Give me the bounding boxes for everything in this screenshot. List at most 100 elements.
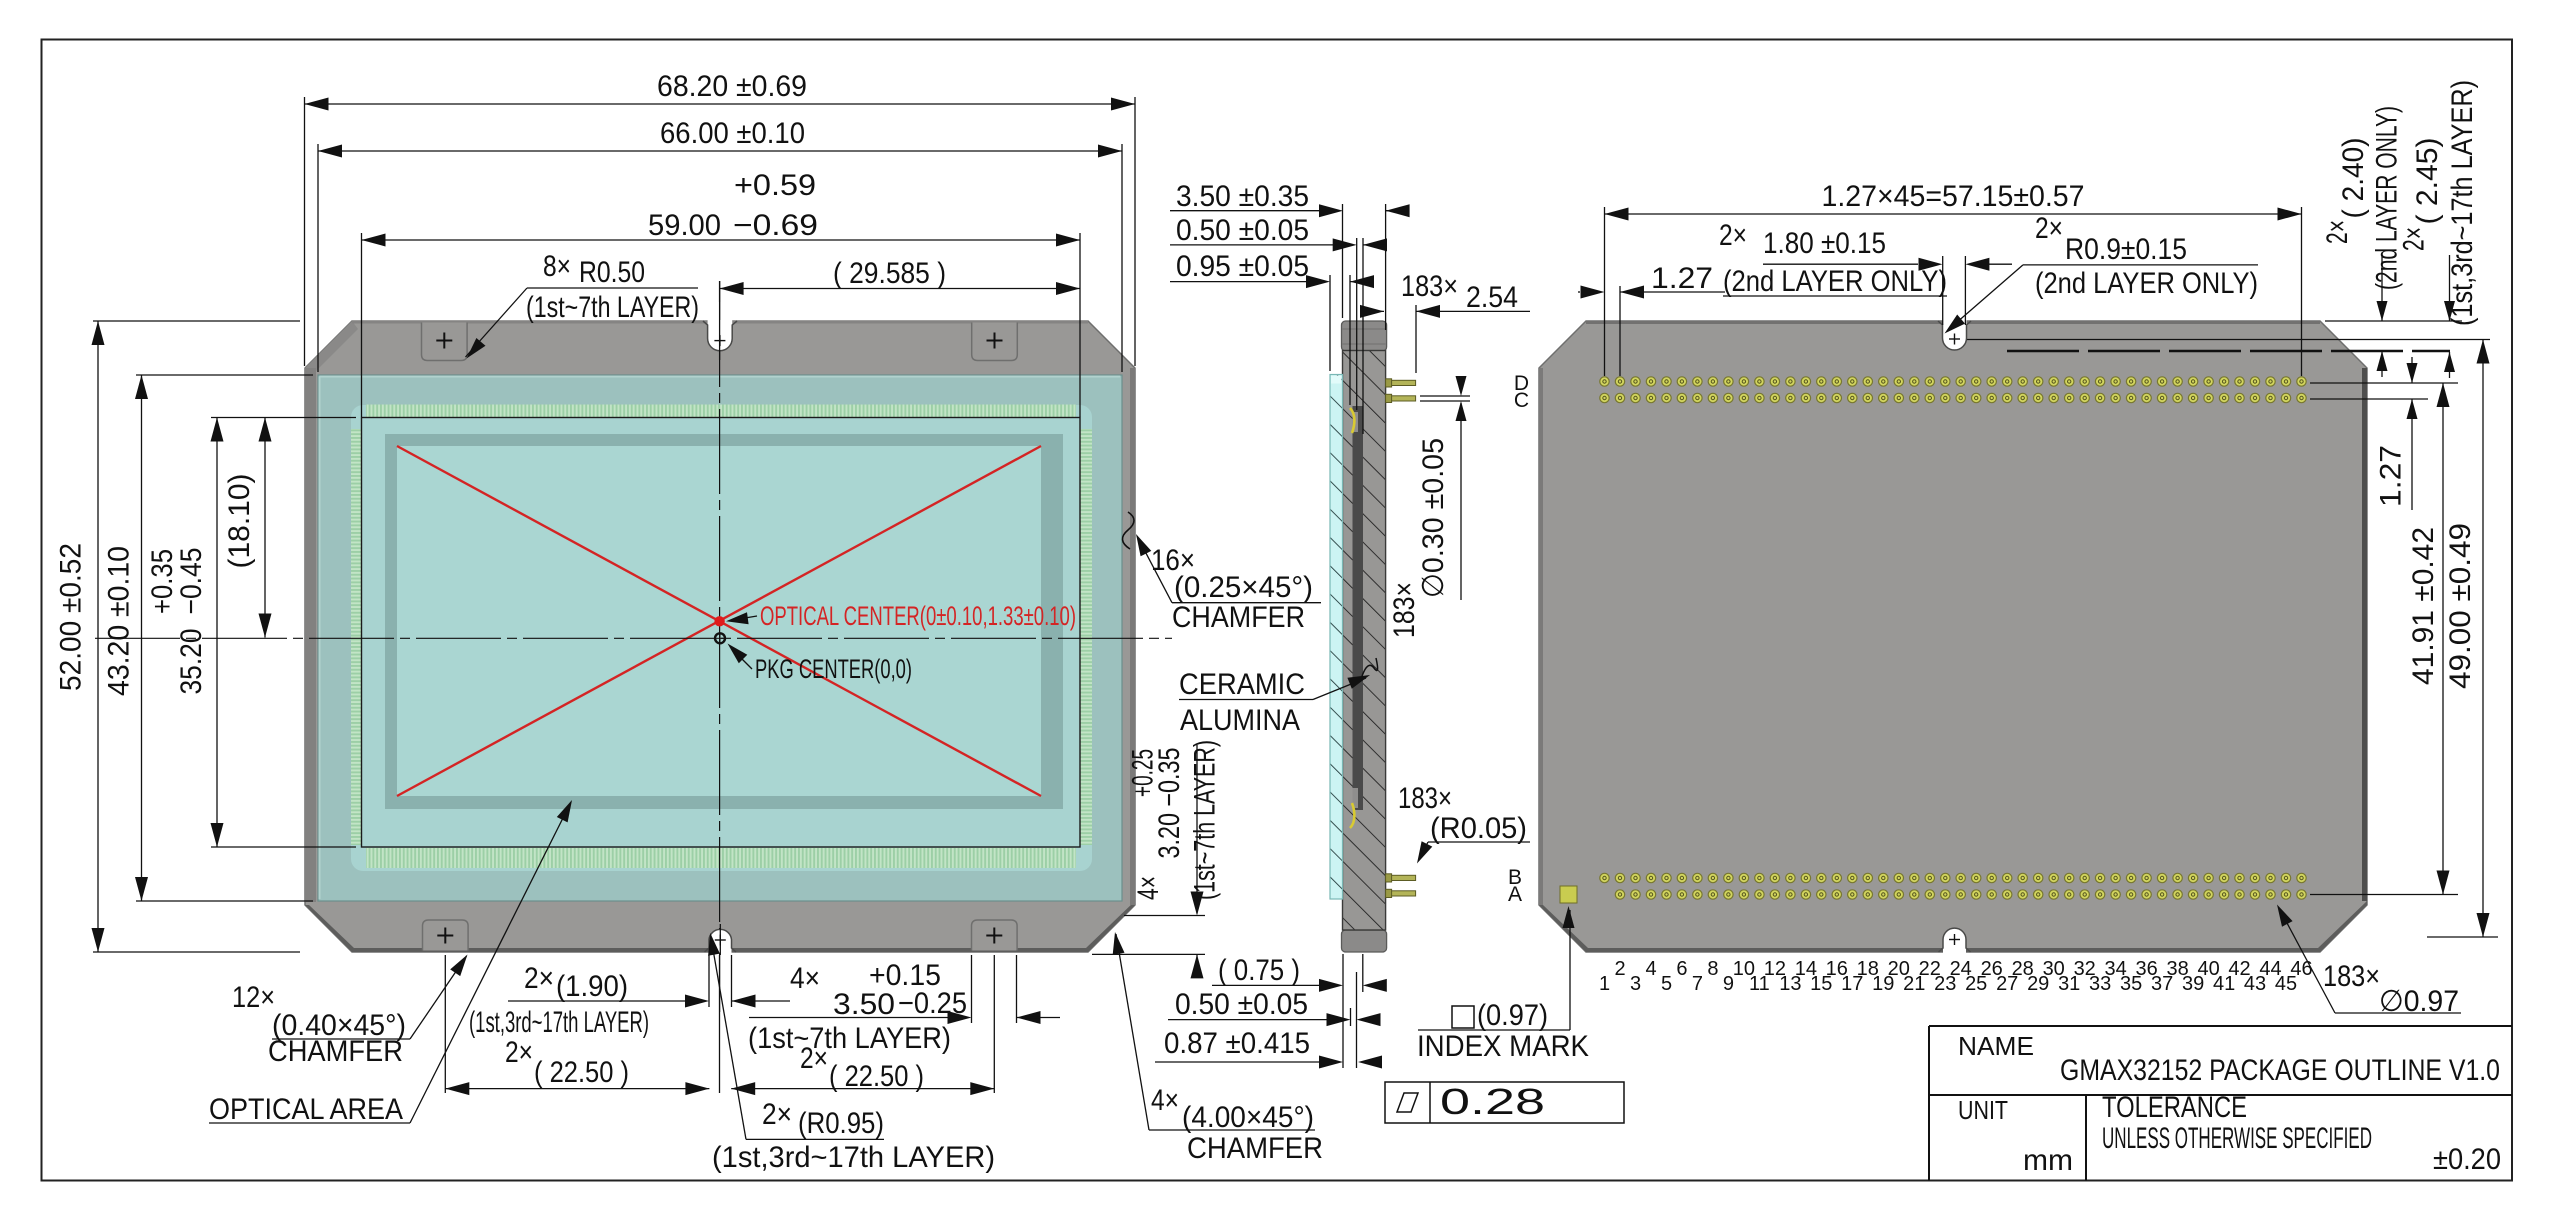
svg-text:( 2.40): ( 2.40) — [2337, 138, 2370, 219]
svg-text:2×: 2× — [2398, 227, 2431, 251]
svg-text:3.50: 3.50 — [833, 988, 895, 1021]
svg-text:183×: 183× — [1398, 782, 1452, 815]
svg-text:2×: 2× — [762, 1098, 792, 1131]
svg-text:7: 7 — [1692, 973, 1703, 995]
svg-text:11: 11 — [1749, 973, 1770, 995]
svg-text:25: 25 — [1965, 973, 1987, 995]
svg-text:33: 33 — [2089, 973, 2111, 995]
svg-text:41.91 ±0.42: 41.91 ±0.42 — [2407, 527, 2440, 685]
svg-text:2.54: 2.54 — [1466, 281, 1518, 314]
svg-text:(0.97): (0.97) — [1477, 999, 1548, 1032]
svg-text:0.87 ±0.415: 0.87 ±0.415 — [1164, 1027, 1310, 1060]
svg-text:1.80 ±0.15: 1.80 ±0.15 — [1763, 227, 1886, 260]
svg-text:12×: 12× — [232, 981, 275, 1014]
svg-text:42: 42 — [2228, 958, 2250, 980]
svg-text:(1st,3rd~17th LAYER): (1st,3rd~17th LAYER) — [712, 1141, 995, 1174]
svg-text:GMAX32152 PACKAGE OUTLINE V1.0: GMAX32152 PACKAGE OUTLINE V1.0 — [2060, 1054, 2500, 1087]
svg-text:( 22.50 ): ( 22.50 ) — [829, 1060, 924, 1093]
svg-text:19: 19 — [1872, 973, 1894, 995]
svg-text:13: 13 — [1779, 973, 1801, 995]
svg-text:29: 29 — [2027, 973, 2049, 995]
svg-text:36: 36 — [2135, 958, 2157, 980]
svg-text:2: 2 — [1614, 958, 1625, 980]
svg-text:2×: 2× — [2321, 220, 2354, 244]
svg-text:(1st~7th LAYER): (1st~7th LAYER) — [1189, 740, 1222, 900]
svg-text:183×: 183× — [1401, 270, 1458, 303]
svg-text:26: 26 — [1981, 958, 2003, 980]
svg-text:R0.9±0.15: R0.9±0.15 — [2065, 233, 2187, 266]
svg-text:−0.45: −0.45 — [175, 548, 208, 615]
svg-text:OPTICAL AREA: OPTICAL AREA — [209, 1093, 403, 1126]
svg-text:8×: 8× — [543, 250, 571, 283]
svg-text:183×: 183× — [2323, 960, 2380, 993]
svg-text:32: 32 — [2074, 958, 2096, 980]
svg-text:49.00 ±0.49: 49.00 ±0.49 — [2444, 523, 2477, 689]
svg-text:40: 40 — [2197, 958, 2219, 980]
svg-text:CERAMIC: CERAMIC — [1179, 668, 1305, 701]
svg-text:1.27×45=57.15±0.57: 1.27×45=57.15±0.57 — [1822, 180, 2085, 213]
svg-text:∅0.30 ±0.05: ∅0.30 ±0.05 — [1417, 438, 1450, 598]
svg-text:41: 41 — [2213, 973, 2235, 995]
svg-text:0.28: 0.28 — [1440, 1081, 1545, 1122]
svg-text:+0.59: +0.59 — [734, 169, 816, 202]
svg-text:2×: 2× — [1719, 219, 1747, 252]
svg-text:44: 44 — [2259, 958, 2281, 980]
svg-text:16×: 16× — [1151, 544, 1195, 577]
svg-text:10: 10 — [1733, 958, 1755, 980]
svg-text:2×: 2× — [2035, 212, 2063, 245]
svg-text:4×: 4× — [1132, 876, 1165, 900]
svg-text:(2nd LAYER ONLY): (2nd LAYER ONLY) — [2371, 106, 2404, 290]
svg-text:(1st,3rd~17th LAYER): (1st,3rd~17th LAYER) — [2446, 80, 2479, 326]
svg-text:27: 27 — [1996, 973, 2018, 995]
svg-text:23: 23 — [1934, 973, 1956, 995]
svg-text:UNLESS OTHERWISE SPECIFIED: UNLESS OTHERWISE SPECIFIED — [2102, 1122, 2372, 1155]
svg-text:24: 24 — [1950, 958, 1972, 980]
svg-text:(18.10): (18.10) — [223, 474, 256, 569]
svg-text:B: B — [1508, 866, 1522, 889]
svg-text:9: 9 — [1723, 973, 1734, 995]
svg-text:20: 20 — [1888, 958, 1910, 980]
svg-text:(R0.05): (R0.05) — [1430, 812, 1527, 845]
svg-text:31: 31 — [2058, 973, 2080, 995]
svg-text:(2nd LAYER ONLY): (2nd LAYER ONLY) — [2035, 267, 2258, 300]
svg-text:34: 34 — [2104, 958, 2126, 980]
svg-text:3.20 −0.35: 3.20 −0.35 — [1153, 748, 1186, 859]
svg-text:43.20 ±0.10: 43.20 ±0.10 — [103, 546, 136, 696]
svg-text:±0.20: ±0.20 — [2433, 1143, 2501, 1176]
svg-text:45: 45 — [2275, 973, 2297, 995]
svg-text:37: 37 — [2151, 973, 2173, 995]
svg-text:−0.69: −0.69 — [733, 209, 818, 242]
svg-text:+0.15: +0.15 — [869, 959, 941, 992]
svg-text:46: 46 — [2290, 958, 2312, 980]
svg-text:CHAMFER: CHAMFER — [268, 1035, 403, 1068]
svg-text:( 29.585 ): ( 29.585 ) — [833, 257, 946, 290]
svg-text:(1st,3rd~17th LAYER): (1st,3rd~17th LAYER) — [469, 1006, 649, 1039]
svg-text:4×: 4× — [1151, 1084, 1179, 1117]
svg-text:1.27: 1.27 — [1651, 262, 1713, 295]
svg-text:16: 16 — [1826, 958, 1848, 980]
svg-text:43: 43 — [2244, 973, 2266, 995]
svg-text:14: 14 — [1795, 958, 1817, 980]
svg-text:(4.00×45°): (4.00×45°) — [1182, 1101, 1314, 1134]
svg-text:ALUMINA: ALUMINA — [1180, 704, 1300, 737]
svg-text:CHAMFER: CHAMFER — [1172, 601, 1305, 634]
svg-text:( 0.75 ): ( 0.75 ) — [1218, 954, 1300, 987]
svg-text:35.20: 35.20 — [175, 629, 208, 695]
svg-text:68.20 ±0.69: 68.20 ±0.69 — [657, 70, 807, 103]
svg-text:183×: 183× — [1388, 582, 1421, 638]
svg-text:30: 30 — [2043, 958, 2065, 980]
svg-text:(R0.95): (R0.95) — [798, 1107, 884, 1140]
svg-text:0.95 ±0.05: 0.95 ±0.05 — [1176, 250, 1309, 283]
svg-text:UNIT: UNIT — [1958, 1095, 2008, 1125]
svg-text:18: 18 — [1857, 958, 1879, 980]
svg-text:TOLERANCE: TOLERANCE — [2102, 1091, 2247, 1124]
svg-text:1.27: 1.27 — [2375, 445, 2408, 507]
svg-text:66.00 ±0.10: 66.00 ±0.10 — [660, 117, 805, 150]
svg-text:22: 22 — [1919, 958, 1941, 980]
svg-text:(1st~7th LAYER): (1st~7th LAYER) — [526, 291, 699, 324]
svg-text:( 2.45): ( 2.45) — [2411, 138, 2444, 225]
svg-text:0.50 ±0.05: 0.50 ±0.05 — [1176, 214, 1309, 247]
svg-text:52.00 ±0.52: 52.00 ±0.52 — [55, 543, 88, 691]
svg-text:+0.35: +0.35 — [146, 549, 179, 614]
svg-text:39: 39 — [2182, 973, 2204, 995]
